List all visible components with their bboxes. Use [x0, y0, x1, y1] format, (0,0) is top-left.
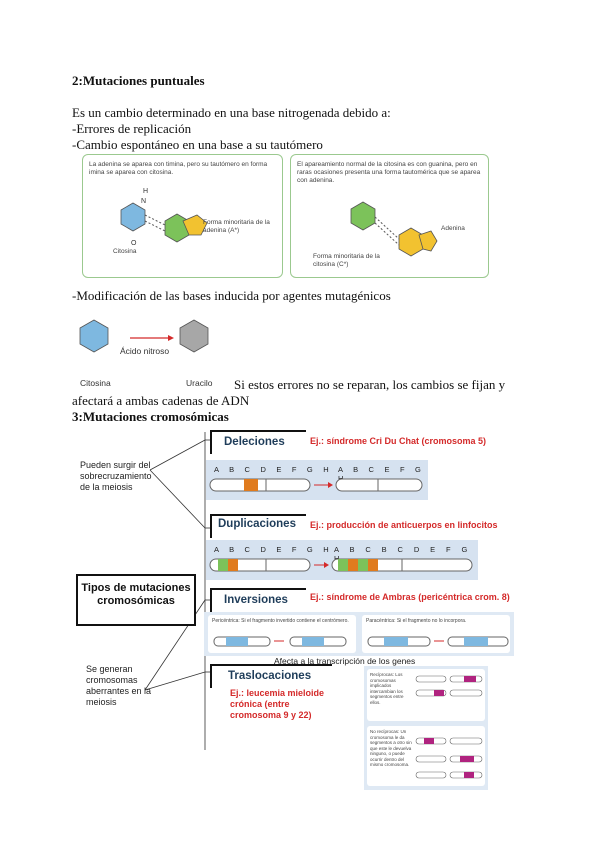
- note-crossing-over: Pueden surgir del sobrecruzamiento de la…: [80, 460, 152, 492]
- inversion-title: Inversiones: [224, 594, 288, 606]
- inversion-header-frame: [210, 588, 306, 612]
- duplication-title: Duplicaciones: [218, 518, 296, 530]
- svg-text:O: O: [131, 240, 137, 247]
- svg-text:H: H: [143, 188, 148, 195]
- deletion-before-labels: A B C D E F G H: [214, 465, 333, 474]
- section2-title: 2:Mutaciones puntuales: [72, 73, 205, 88]
- translocation-title: Traslocaciones: [228, 670, 312, 682]
- duplication-chromosomes: [209, 558, 473, 572]
- translocation-example: Ej.: leucemia mieloide crónica (entre cr…: [230, 688, 325, 720]
- reciprocal-note: Recíprocas: Los cromosomas implicados in…: [370, 672, 404, 705]
- translocation-header-frame: [210, 664, 332, 688]
- molecule-drawing: [350, 201, 438, 257]
- deletion-after-labels: A B C E F G H: [338, 465, 426, 483]
- label-uracil: Uracilo: [186, 378, 213, 388]
- nonreciprocal-note: No recíprocas: Un cromosoma le da segmen…: [370, 729, 412, 767]
- duplication-example: Ej.: producción de anticuerpos en linfoc…: [310, 520, 498, 530]
- figure-cytosine-tautomer: El apareamiento normal de la citosina es…: [290, 154, 489, 278]
- translocation-chromosomes: [415, 675, 483, 779]
- section2-intro: Es un cambio determinado en una base nit…: [72, 105, 391, 120]
- inversion-effect-note: Afecta a la transcripción de los genes: [274, 656, 416, 666]
- label-adenine: Adenina: [441, 225, 465, 232]
- paracentric-note: Paracéntrica: Si el fragmento no lo inco…: [366, 618, 467, 624]
- deletion-header-frame: [210, 430, 306, 454]
- label-cytosine-2: Citosina: [80, 378, 111, 388]
- inversion-panel: Pericéntrica: Si el fragmento invertido …: [204, 612, 514, 656]
- inversion-chromosomes: [213, 636, 509, 647]
- label-cytosine-tautomer: Forma minoritaria de la citosina (C*): [313, 253, 380, 268]
- deletion-panel: A B C D E F G H A B C E F G H: [206, 460, 428, 500]
- bullet-mutagens: -Modificación de las bases inducida por …: [72, 288, 391, 303]
- inversion-example: Ej.: síndrome de Ambras (pericéntrica cr…: [310, 592, 510, 602]
- figure-caption: El apareamiento normal de la citosina es…: [297, 161, 481, 184]
- conclusion-line1: Si estos errores no se reparan, los camb…: [234, 377, 506, 392]
- translocation-panel: Recíprocas: Los cromosomas implicados in…: [364, 666, 488, 790]
- deletion-example: Ej.: síndrome Cri Du Chat (cromosoma 5): [310, 436, 487, 446]
- note-aberrant-chromosomes: Se generan cromosomas aberrantes en la m…: [86, 664, 152, 707]
- duplication-panel: A B C D E F G H A B C B C D E F G H: [206, 540, 478, 580]
- bullet-replication-errors: -Errores de replicación: [72, 121, 192, 136]
- deletion-chromosomes: [209, 478, 423, 492]
- deletion-title: Deleciones: [224, 436, 285, 448]
- svg-text:N: N: [141, 198, 146, 205]
- label-cytosine: Citosina: [113, 248, 137, 255]
- figure-caption: La adenina se aparea con timina, pero su…: [89, 161, 268, 176]
- bullet-tautomer: -Cambio espontáneo en una base a su taut…: [72, 137, 323, 152]
- duplication-after-labels: A B C B C D E F G H: [334, 545, 472, 563]
- types-box: Tipos de mutaciones cromosómicas: [76, 574, 196, 626]
- section3-title: 3:Mutaciones cromosómicas: [72, 409, 229, 424]
- deamination-drawing: [79, 319, 209, 353]
- label-nitrous-acid: Ácido nitroso: [120, 346, 170, 356]
- figure-adenine-tautomer: La adenina se aparea con timina, pero su…: [82, 154, 283, 278]
- duplication-before-labels: A B C D E F G H: [214, 545, 333, 554]
- conclusion-line2: afectará a ambas cadenas de ADN: [72, 393, 250, 408]
- label-adenine-tautomer: Forma minoritaria de la adenina (A*): [203, 219, 270, 234]
- duplication-header-frame: [210, 514, 306, 538]
- molecule-drawing: H N O: [120, 188, 208, 247]
- pericentric-note: Pericéntrica: Si el fragmento invertido …: [212, 618, 349, 624]
